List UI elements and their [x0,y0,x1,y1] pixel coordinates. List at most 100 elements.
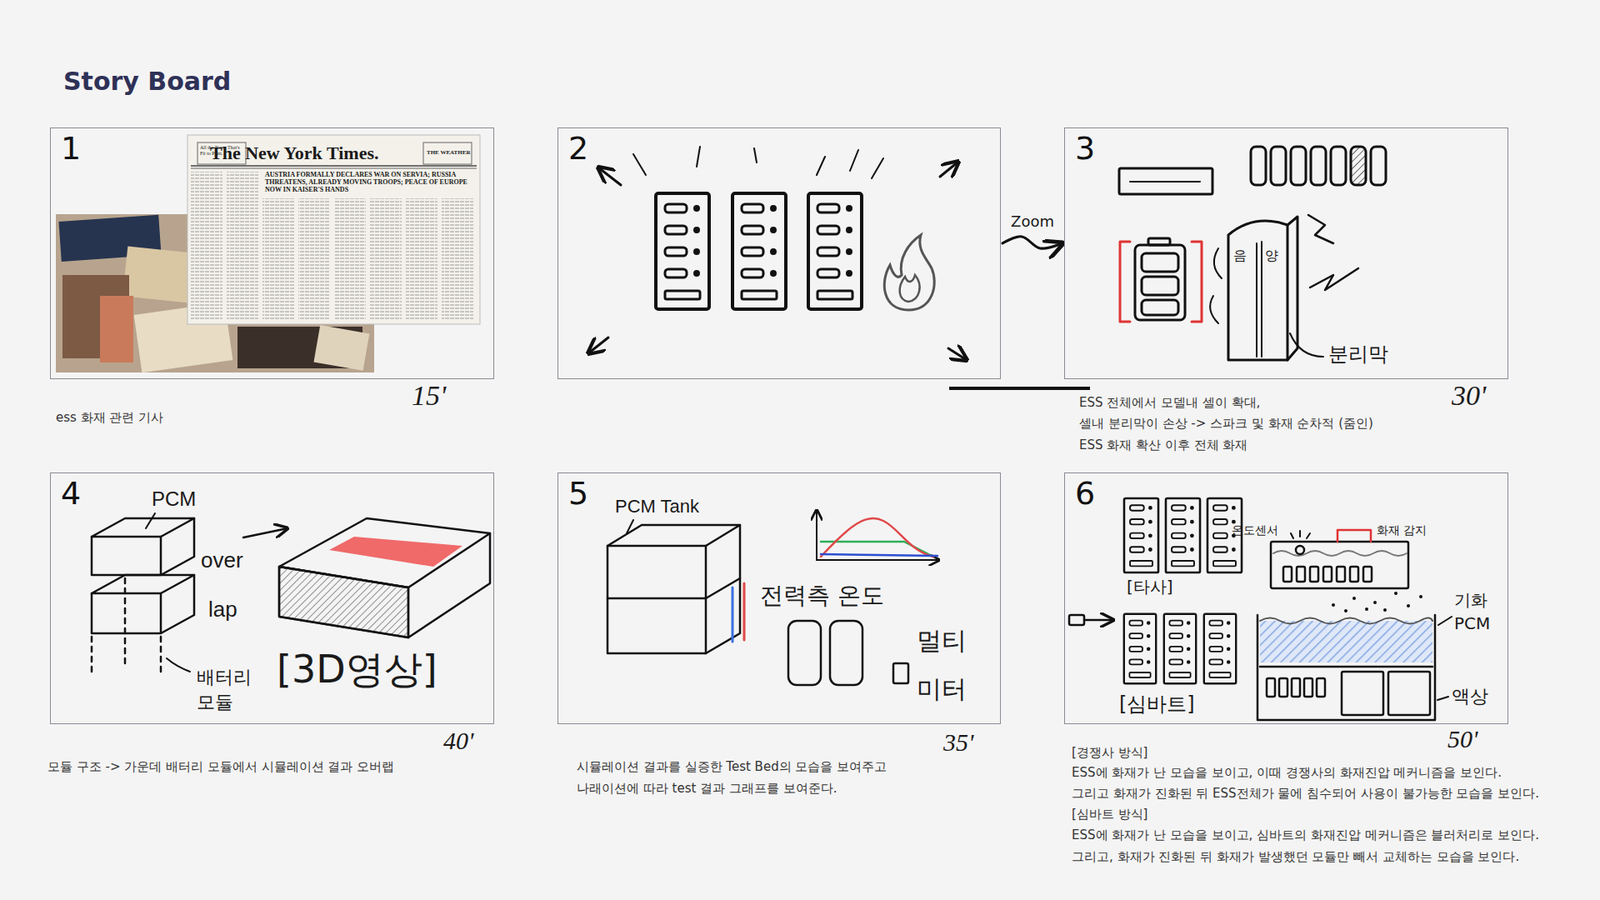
comparison-sketch [1283,566,1292,582]
battery-cell-sketch [1210,248,1222,324]
splash-dot [1365,607,1369,611]
ess-rack [655,193,710,310]
comparison-sketch [1260,665,1433,669]
comparison-sketch [1304,678,1313,697]
zoom-out-arrow [598,167,621,185]
comparison-sketch [1164,614,1196,684]
battery-cell-sketch [1130,180,1200,183]
duration-mark: 50' [1447,723,1478,755]
module-sketch [91,578,161,674]
comparison-sketch [1290,530,1310,539]
comparison-sketch [1257,615,1435,720]
module-sketch [91,575,195,634]
part-label: 기화 PCM [1454,588,1501,635]
panel-caption: ESS에 화재가 난 모습을 보이고, 심바트의 화재진압 메커니즘은 블러처리… [1071,827,1540,844]
divider-stroke [949,386,1090,390]
newspaper-page [423,142,472,165]
duration-mark: 30' [1451,378,1486,415]
comparison-sketch [1124,614,1156,684]
module-sketch [145,513,155,529]
newspaper-page [370,198,402,320]
test-bed-sketch [607,545,706,654]
comparison-sketch [1296,566,1305,582]
group-label: [타사] [1126,576,1174,598]
battery-cell-sketch [1308,215,1334,244]
duration-mark: 35' [943,726,974,759]
graph-curve [820,554,938,556]
module-sketch [166,658,190,672]
comparison-sketch [1323,566,1332,582]
splash-dot [1331,603,1335,607]
panel-caption: 모듈 구조 -> 가운데 배터리 모듈에서 시뮬레이션 결과 오버랩 [47,759,395,775]
panel-caption: 시뮬레이션 결과를 실증한 Test Bed의 모습을 보여주고 [576,759,887,775]
part-label: 분리막 [1328,341,1389,367]
module-sketch [279,566,409,638]
splash-dot [1419,595,1423,599]
module-sketch [91,518,195,575]
newspaper-page [334,198,366,320]
splash-dot [1383,608,1387,612]
part-label: PCM [151,486,196,512]
splash-dot [1344,609,1348,613]
group-label: [심바트] [1119,691,1195,717]
battery-cell-sketch [1256,241,1262,357]
sensor-wire [731,587,735,642]
splash-dot [1352,596,1356,600]
sketch-note: [3D영상] [276,648,438,691]
module-sketch [279,566,409,638]
graph-axis [815,510,818,560]
panel-caption: 그리고, 화재가 진화된 뒤 화재가 발생했던 모듈만 빼서 교체하는 모습을 … [1071,849,1520,865]
splash-dot [1406,604,1410,608]
battery-cell-sketch [1141,300,1179,315]
panel-caption: ESS에 화재가 난 모습을 보이고, 이때 경쟁사의 화재진압 메커니즘을 보… [1071,765,1502,781]
test-bed-sketch [830,620,863,685]
comparison-sketch [1204,614,1236,684]
test-bed-sketch [607,578,740,599]
part-label: 온도센서 [1231,523,1279,539]
electrode-label: 음 [1233,247,1247,265]
panel-caption: ESS 전체에서 모델내 셀이 확대, [1079,395,1260,411]
module-sketch [91,518,195,537]
pcm-layer [1260,620,1433,663]
battery-cell-sketch [1119,146,1386,360]
panel-caption: 나래이션에 따라 test 결과 그래프를 보여준다. [576,780,837,797]
pcm-layer [1260,620,1433,663]
magazine-collage [100,295,134,363]
test-bed-sketch [893,663,909,684]
comparison-sketch [1295,545,1305,555]
panel-caption: [경쟁사 방식] [1071,745,1148,761]
comparison-sketch [1124,498,1159,573]
fire-icon [900,275,920,302]
newspaper-page [190,168,477,170]
newspaper-masthead: The New York Times. [210,141,380,165]
panel-number: 6 [1075,476,1095,512]
newspaper-page [190,171,223,320]
comparison-sketch [1388,671,1430,715]
extinguisher-icon [1069,615,1085,625]
comparison-sketch [1069,498,1452,720]
panel-caption: 셀내 분리막이 손상 -> 스파크 및 화재 순차적 (줌인) [1079,415,1374,432]
electrode-label: 양 [1265,247,1279,265]
masthead-ear: THE WEATHER [426,149,470,157]
test-bed-sketch [626,520,634,534]
battery-cell-sketch [1135,245,1185,320]
panel-number: 3 [1075,131,1095,167]
newspaper-headline: AUSTRIA FORMALLY DECLARES WAR ON SERVIA;… [265,170,475,194]
ess-rack [732,193,786,310]
battery-cell-sketch [1141,253,1179,272]
zoom-out-arrow [588,337,609,354]
panel-number: 4 [60,476,81,512]
comparison-sketch [1336,566,1345,582]
part-label: PCM Tank [615,495,700,519]
comparison-sketch [1341,671,1384,715]
comparison-sketch [1266,678,1275,697]
module-sketch [91,575,195,594]
battery-cell-sketch [1250,146,1266,185]
graph-axis [816,559,940,561]
test-bed-sketch [788,620,821,685]
splash-dot [1394,591,1398,595]
comparison-sketch [1273,550,1407,556]
battery-cell-sketch [1141,276,1179,295]
storyboard-panel: 6 [1064,472,1509,725]
